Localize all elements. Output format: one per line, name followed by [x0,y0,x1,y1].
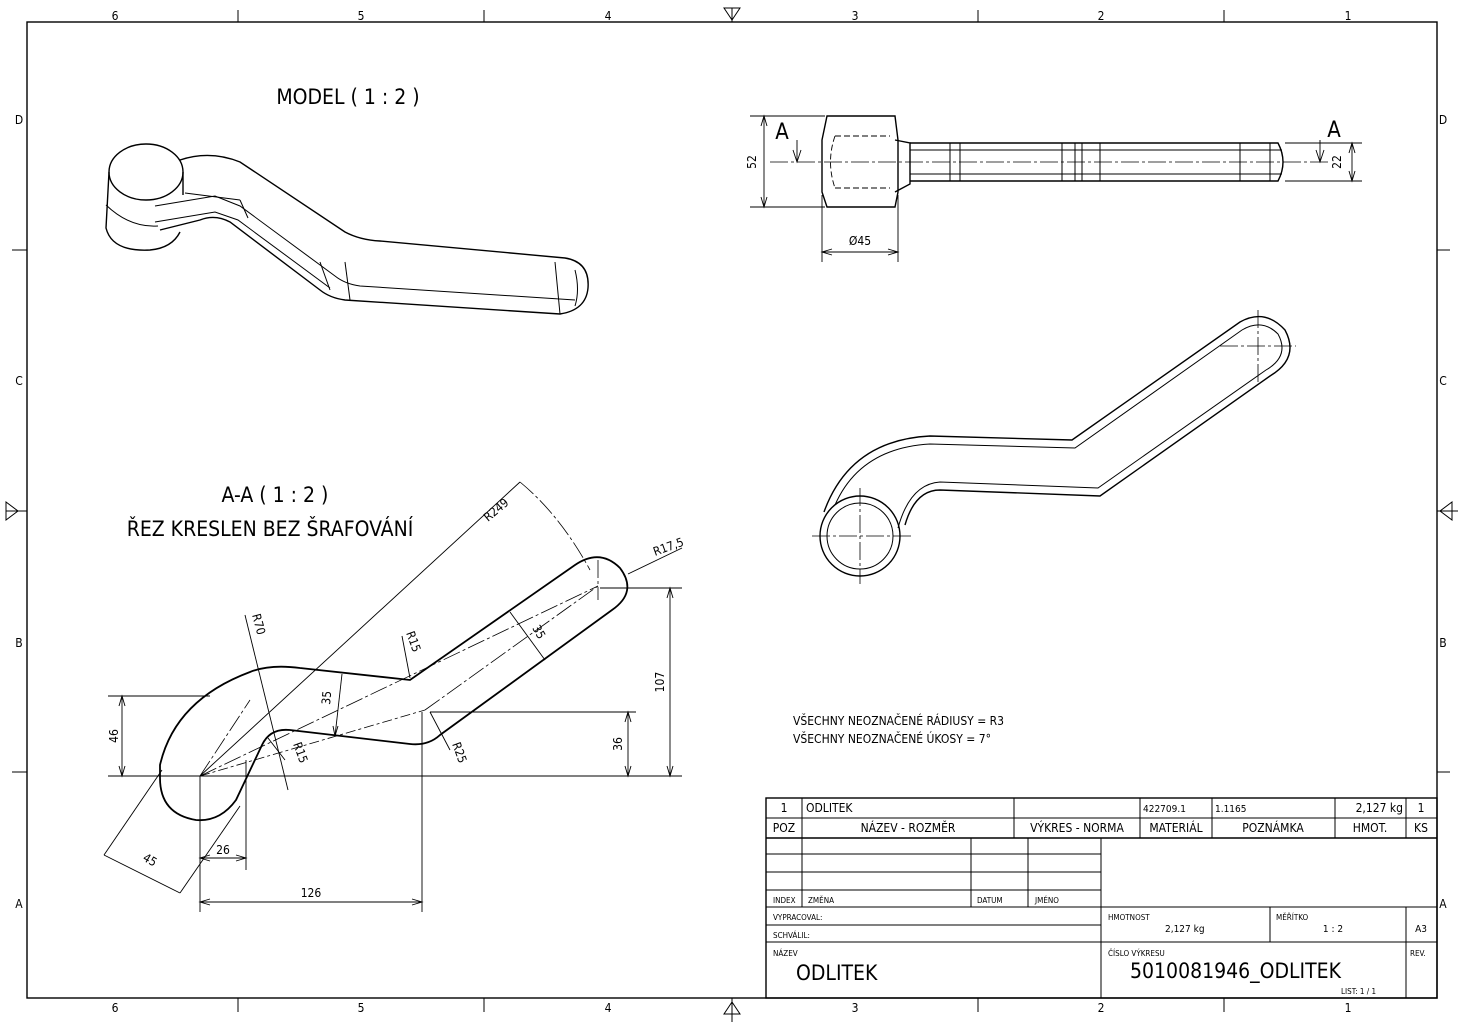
col-label: 2 [1098,9,1105,23]
section-view-title: A-A ( 1 : 2 ) [222,483,329,507]
dim-107: 107 [653,672,667,693]
drawing-frame [5,7,1458,1022]
approved-by-label: SCHVÁLIL: [773,929,810,940]
dim-126: 126 [301,886,322,900]
note-radii: VŠECHNY NEOZNAČENÉ RÁDIUSY = R3 [793,713,1004,728]
name-label: NÁZEV [773,947,798,958]
border-column-labels: 6 5 4 3 2 1 6 5 4 3 2 1 [112,9,1352,1015]
name-value: ODLITEK [796,961,878,985]
header-poz: POZ [773,821,795,835]
header-drawing: VÝKRES - NORMA [1030,820,1124,835]
dim-r15-upper: R15 [403,629,423,654]
row-label: B [1439,636,1446,650]
dim-52: 52 [745,155,759,169]
note-drafts: VŠECHNY NEOZNAČENÉ ÚKOSY = 7° [793,731,991,746]
col-label: 2 [1098,1001,1105,1015]
col-label: 5 [358,9,365,23]
dim-r70: R70 [249,612,268,636]
row-material: 422709.1 [1143,804,1186,815]
number-label: ČÍSLO VÝKRESU [1108,947,1165,958]
mass-label: HMOTNOST [1108,913,1150,922]
row-qty: 1 [1418,801,1425,815]
header-name: NÁZEV - ROZMĚR [861,820,956,835]
dim-r25: R25 [449,740,469,765]
title-block [765,797,1438,999]
section-a-a-view [103,481,683,912]
col-label: 4 [605,1001,612,1015]
header-note: POZNÁMKA [1242,820,1304,835]
model-view-title: MODEL ( 1 : 2 ) [276,85,419,109]
row-name: ODLITEK [806,801,853,815]
row-label: D [15,113,23,127]
scale-value: 1 : 2 [1323,924,1343,935]
row-poz: 1 [781,801,788,815]
header-mass: HMOT. [1353,821,1388,835]
section-marker-right: A [1327,118,1341,143]
dim-diameter-45: Ø45 [849,234,871,248]
dim-35-left: 35 [319,690,334,705]
row-label: D [1439,113,1447,127]
format-value: A3 [1415,924,1427,935]
row-note: 1.1165 [1215,804,1246,815]
header-material: MATERIÁL [1149,820,1202,835]
col-label: 3 [852,1001,859,1015]
title-block-text: 1 ODLITEK 422709.1 1.1165 2,127 kg 1 POZ… [773,801,1428,996]
dim-45: 45 [141,850,160,869]
section-marker-left: A [775,120,789,145]
scale-label: MĚŘÍTKO [1276,911,1309,922]
dim-36: 36 [611,737,625,751]
dim-26: 26 [216,843,230,857]
row-label: C [1439,374,1447,388]
col-label: 3 [852,9,859,23]
dim-46: 46 [107,729,121,743]
sheet-number: LIST: 1 / 1 [1341,987,1376,996]
row-label: C [15,374,23,388]
row-label: A [15,897,23,911]
isometric-model-view [105,143,589,315]
rev-name: JMÉNO [1034,894,1059,905]
dim-r249: R249 [481,495,512,524]
front-view [812,310,1296,584]
dim-35-right: 35 [529,623,548,642]
rev-date: DATUM [977,896,1003,905]
number-value: 5010081946_ODLITEK [1130,959,1342,984]
rev-index: INDEX [773,896,796,905]
dim-22: 22 [1330,155,1344,169]
col-label: 1 [1345,9,1352,23]
header-qty: KS [1414,821,1428,835]
border-row-labels: D C B A D C B A [15,113,1447,911]
col-label: 6 [112,9,119,23]
col-label: 5 [358,1001,365,1015]
dim-r15-lower: R15 [290,740,310,765]
section-view-subtitle: ŘEZ KRESLEN BEZ ŠRAFOVÁNÍ [127,516,414,541]
row-label: B [15,636,22,650]
mass-value: 2,127 kg [1165,924,1205,935]
row-label: A [1439,897,1447,911]
rev-label: REV. [1410,949,1426,958]
top-view [750,114,1362,262]
col-label: 4 [605,9,612,23]
col-label: 1 [1345,1001,1352,1015]
row-mass: 2,127 kg [1356,801,1403,815]
col-label: 6 [112,1001,119,1015]
rev-change: ZMĚNA [808,894,834,905]
dim-r17-5: R17,5 [651,535,685,559]
drawn-by-label: VYPRACOVAL: [773,913,822,922]
